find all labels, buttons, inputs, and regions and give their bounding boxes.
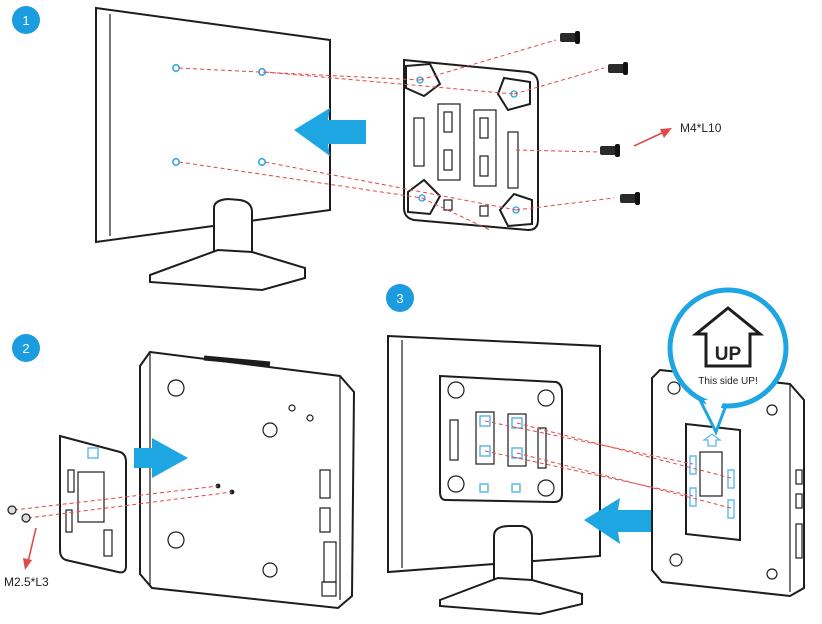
alignment-lines-2 [13,485,233,519]
screw-spec-arrow-icon-1 [633,128,672,147]
small-screw-icon-2 [21,513,31,523]
up-callout: UP This side UP! [667,287,789,436]
step-2-badge: 2 [12,334,40,362]
up-caption: This side UP! [698,376,757,387]
vesa-bracket-1 [403,58,539,232]
push-arrow-icon-2 [134,438,188,478]
step-1-panel: 1 [12,6,722,292]
step-3-number: 3 [396,291,403,306]
up-sign-label: UP [715,344,742,365]
alignment-lines-3 [484,420,732,509]
screw-icon-1 [560,31,580,44]
push-arrow-icon-3 [584,498,652,544]
screw-icon-2 [608,62,628,75]
small-screw-icon-1 [7,505,17,515]
screw-label-m2-5: M2.5*L3 [4,575,49,589]
step-1-number: 1 [22,13,29,28]
vesa-bracket-3 [439,374,563,504]
alignment-lines-1 [178,39,615,231]
screw-icon-3 [600,144,620,157]
mini-bracket-2 [59,434,127,574]
step-1-badge: 1 [12,6,40,34]
screw-label-m4: M4*L10 [680,121,722,135]
mini-pc-3 [651,368,805,598]
push-arrow-icon-1 [294,108,366,156]
mini-pc-2 [139,350,356,610]
step-3-badge: 3 [386,284,414,312]
monitor-1 [95,6,331,292]
step-3-panel: 3 [386,284,805,616]
screw-spec-arrow-icon-2 [23,527,37,570]
step-2-panel: 2 [4,334,356,610]
step-2-number: 2 [22,341,29,356]
up-arrow-icon [691,306,765,368]
screw-icon-4 [620,192,640,205]
